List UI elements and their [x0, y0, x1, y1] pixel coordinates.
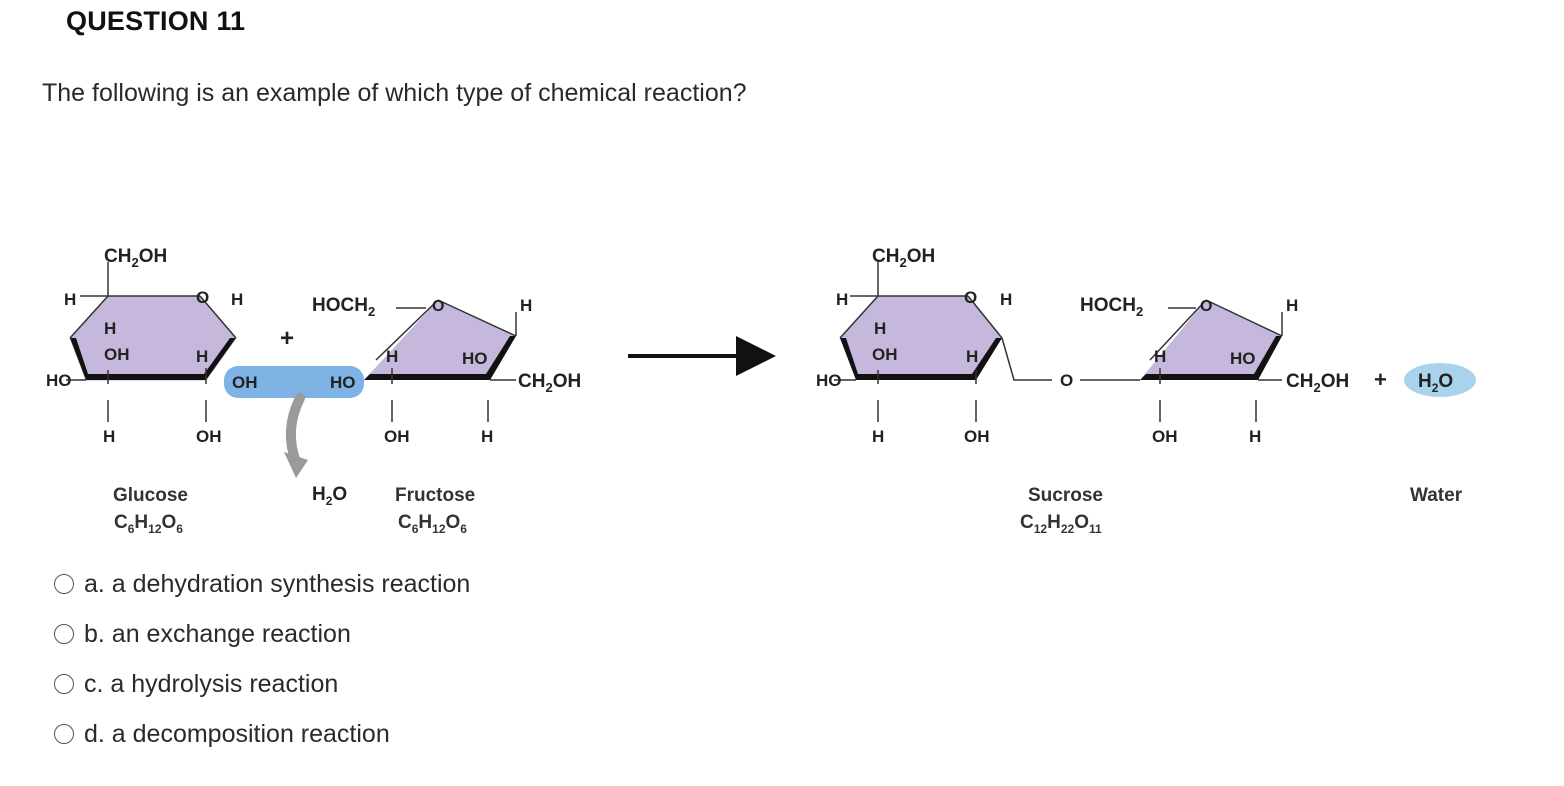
option-b-label[interactable]: b. an exchange reaction	[84, 619, 351, 648]
released-water-label: H2O	[312, 484, 347, 508]
svg-text:HOCH2: HOCH2	[1080, 295, 1143, 319]
water-molecule: H2O Water	[1404, 363, 1476, 506]
water-removal-highlight: OH HO	[224, 366, 364, 398]
svg-text:HO: HO	[462, 349, 488, 368]
svg-text:O: O	[964, 288, 977, 307]
svg-text:H: H	[966, 347, 978, 366]
sucrose-name: Sucrose	[1028, 485, 1103, 506]
glucose-h-left: H	[64, 290, 76, 309]
svg-text:OH: OH	[872, 345, 898, 364]
option-a-label[interactable]: a. a dehydration synthesis reaction	[84, 569, 471, 598]
plus-sign: +	[280, 325, 294, 352]
svg-text:H: H	[1000, 290, 1012, 309]
svg-text:OH: OH	[1152, 427, 1178, 446]
sucrose-glucose-ring	[840, 296, 1002, 380]
svg-text:H: H	[1286, 296, 1298, 315]
option-d-label[interactable]: d. a decomposition reaction	[84, 719, 390, 748]
radio-d[interactable]	[54, 724, 74, 744]
fructose-name: Fructose	[395, 485, 475, 506]
glucose-h-right: H	[231, 290, 243, 309]
fructose-ring	[364, 300, 516, 380]
water-name: Water	[1410, 485, 1463, 506]
svg-text:H: H	[386, 347, 398, 366]
svg-text:HO: HO	[46, 371, 72, 390]
glucose-molecule: CH2OH H O H H OH H HO H OH Glucose C6H12…	[46, 246, 243, 536]
svg-text:H: H	[481, 427, 493, 446]
fructose-formula: C6H12O6	[398, 512, 467, 536]
svg-text:CH2OH: CH2OH	[518, 371, 581, 395]
svg-text:H: H	[1154, 347, 1166, 366]
svg-text:OH: OH	[196, 427, 222, 446]
fructose-molecule: HOCH2 O H H HO CH2OH OH H Fructose C6H12…	[312, 295, 581, 536]
radio-c[interactable]	[54, 674, 74, 694]
svg-text:H: H	[196, 347, 208, 366]
svg-text:OH: OH	[964, 427, 990, 446]
answer-options: a. a dehydration synthesis reaction b. a…	[54, 559, 470, 759]
glucose-oh-highlight: OH	[232, 373, 258, 392]
svg-text:OH: OH	[104, 345, 130, 364]
svg-text:H: H	[104, 319, 116, 338]
sucrose-molecule: CH2OH H O H H OH H HO H OH HOCH2 O H O H…	[816, 246, 1349, 536]
radio-b[interactable]	[54, 624, 74, 644]
glucose-name: Glucose	[113, 485, 188, 506]
svg-text:HO: HO	[1230, 349, 1256, 368]
fructose-ho-highlight: HO	[330, 373, 356, 392]
svg-text:O: O	[432, 298, 444, 315]
glucose-formula: C6H12O6	[114, 512, 183, 536]
svg-text:H2O: H2O	[1418, 371, 1453, 395]
svg-text:OH: OH	[384, 427, 410, 446]
svg-text:CH2OH: CH2OH	[872, 246, 935, 270]
water-release-arrow	[284, 393, 308, 478]
option-a[interactable]: a. a dehydration synthesis reaction	[54, 559, 470, 609]
svg-text:H: H	[1249, 427, 1261, 446]
question-title: QUESTION 11	[66, 6, 246, 36]
svg-text:H: H	[103, 427, 115, 446]
reaction-diagram: CH2OH H O H H OH H HO H OH Glucose C6H12…	[46, 246, 1476, 536]
svg-text:CH2OH: CH2OH	[104, 246, 167, 270]
radio-a[interactable]	[54, 574, 74, 594]
question-text: The following is an example of which typ…	[42, 79, 747, 107]
svg-text:CH2OH: CH2OH	[1286, 371, 1349, 395]
option-d[interactable]: d. a decomposition reaction	[54, 709, 470, 759]
svg-text:O: O	[1200, 298, 1212, 315]
svg-text:H: H	[836, 290, 848, 309]
svg-text:H: H	[874, 319, 886, 338]
plus-sign-product: +	[1374, 367, 1387, 392]
option-b[interactable]: b. an exchange reaction	[54, 609, 470, 659]
glucose-ring-o: O	[196, 288, 209, 307]
svg-text:HO: HO	[816, 371, 842, 390]
option-c[interactable]: c. a hydrolysis reaction	[54, 659, 470, 709]
svg-text:HOCH2: HOCH2	[312, 295, 375, 319]
svg-text:H: H	[520, 296, 532, 315]
sucrose-formula: C12H22O11	[1020, 512, 1102, 536]
svg-text:H: H	[872, 427, 884, 446]
option-c-label[interactable]: c. a hydrolysis reaction	[84, 669, 339, 698]
svg-text:O: O	[1060, 371, 1073, 390]
